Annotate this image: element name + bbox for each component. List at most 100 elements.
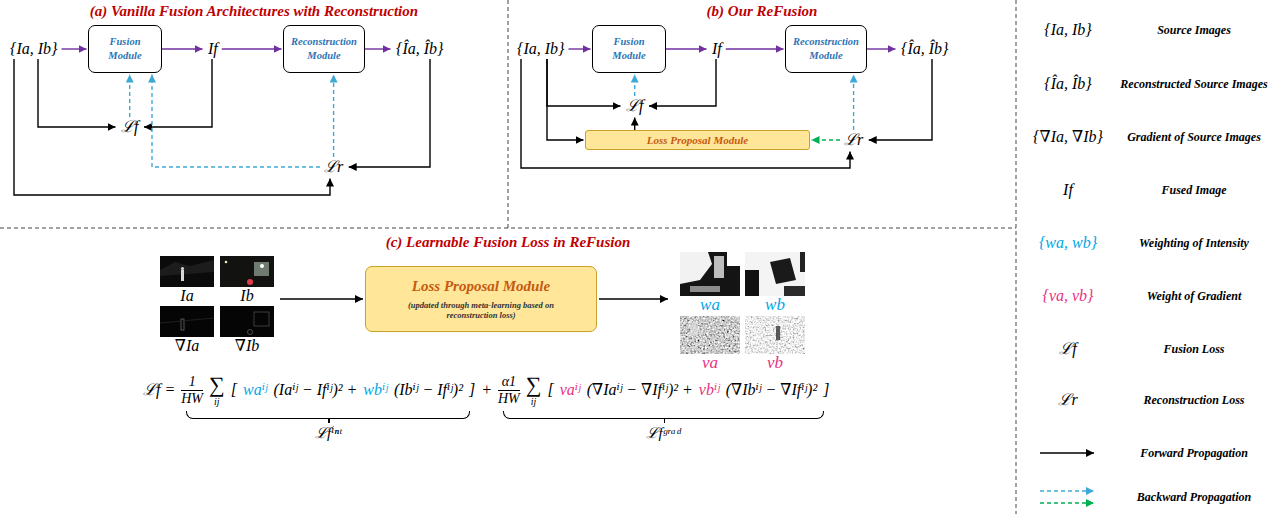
connector (547, 59, 621, 106)
legend-text: Fusion Loss (1114, 340, 1274, 358)
legend-symbol: {va, vb} (1018, 286, 1118, 306)
panel-divider-part (1016, 0, 1017, 514)
gradient-image-b-part (220, 306, 274, 337)
formula-term: ∑ (209, 374, 225, 396)
connector (869, 59, 932, 140)
input-arrow-part (280, 298, 363, 299)
connector (365, 48, 391, 49)
legend-backward-arrows (1040, 491, 1094, 503)
image-caption: wb (745, 296, 805, 313)
legend-symbol: {Îa, Îb} (1018, 74, 1118, 94)
gradient-image-a-part (160, 306, 214, 337)
source-image-a (160, 256, 214, 287)
node-label: ℒr (324, 157, 343, 177)
node-label: ℒr (844, 130, 863, 150)
formula-group: α1HW ∑ij [ vaⁱʲ (∇Iaⁱʲ − ∇Ifⁱʲ)² + vbⁱʲ … (495, 370, 832, 442)
connector (634, 75, 635, 97)
panel-divider (0, 0, 1016, 514)
panel-divider-part (508, 0, 509, 228)
formula-term: [ (544, 370, 556, 410)
weight-map-vb-part (776, 326, 780, 340)
weight-map-vb (745, 316, 805, 354)
legend-backward-arrows-part (1040, 490, 1094, 492)
weight-map-wa-part (680, 252, 740, 296)
source-image-b-part (225, 261, 228, 264)
legend-symbol: {∇Ia, ∇Ib} (1018, 127, 1118, 147)
weight-map-vb-part (745, 316, 805, 354)
formula-term: ij (214, 396, 220, 407)
formula-term: + (478, 370, 495, 410)
node-label: {Îa, Îb} (396, 39, 443, 59)
image-caption: Ib (220, 287, 274, 304)
formula-term: (Iaⁱʲ − Ifⁱʲ)² + (270, 370, 360, 410)
weight-map-va (680, 316, 740, 354)
node-label: If (208, 39, 218, 59)
node-label: Fusion Module (596, 35, 662, 62)
source-image-a-part (181, 270, 184, 281)
legend-symbol: If (1018, 180, 1118, 200)
symbol-node: {Ia, Ib} (6, 39, 61, 59)
weight-map-va-part (690, 322, 698, 336)
loss-formula: ℒf = 1HW ∑ij [ waⁱʲ (Iaⁱʲ − Ifⁱʲ)² + wbⁱ… (140, 370, 832, 442)
formula-weight: waⁱʲ (240, 370, 271, 410)
legend-text: Source Images (1114, 21, 1274, 39)
node-label: Reconstruction Module (789, 35, 863, 62)
source-image-b-part (260, 264, 264, 268)
output-arrow (599, 299, 668, 300)
connector (812, 139, 841, 140)
image-caption: ∇Ia (160, 337, 214, 354)
connector (14, 59, 330, 195)
connector (162, 48, 203, 49)
source-image-b-part (220, 256, 274, 287)
connector (129, 75, 130, 118)
module-box: Fusion Module (88, 25, 162, 73)
formula-term: HW (498, 391, 520, 407)
connector (634, 118, 635, 131)
output-arrow-part (599, 298, 668, 299)
symbol-node: {Ia, Ib} (513, 39, 568, 59)
underbrace (186, 411, 470, 419)
node-label: Loss Proposal Module (412, 278, 550, 295)
weight-map-wb-part (745, 270, 759, 296)
source-image-a-part (160, 260, 214, 276)
connector (152, 75, 320, 168)
weight-map-wa-part (690, 286, 720, 292)
formula-term: ℒf = (140, 370, 178, 410)
connector (38, 59, 116, 127)
symbol-node: ℒr (320, 157, 347, 177)
weight-map-wa-part (680, 252, 712, 284)
connector (666, 48, 707, 49)
legend-text: Backward Propagation (1114, 488, 1274, 506)
symbol-node: ℒf (117, 117, 142, 137)
connector (649, 59, 716, 106)
legend-forward-arrow (1040, 453, 1094, 454)
connector (144, 59, 212, 127)
symbol-node: {Îa, Îb} (392, 39, 447, 59)
weight-map-wb-part (745, 252, 805, 296)
symbol-node: If (708, 39, 726, 59)
node-label: {Ia, Ib} (517, 39, 564, 59)
loss-proposal-box: Loss Proposal Module(updated through met… (365, 266, 597, 332)
gradient-image-b-part (254, 312, 269, 326)
weight-map-wa-part (727, 252, 740, 266)
module-box: Reconstruction Module (785, 25, 867, 73)
panel-title: (c) Learnable Fusion Loss in ReFusion (0, 233, 1016, 251)
formula-term: ] (466, 370, 478, 410)
connector (867, 48, 896, 49)
gradient-image-b-part (248, 330, 253, 335)
fraction: 1HW (181, 374, 203, 407)
panel-divider-part (0, 228, 1016, 229)
gradient-image-a-part (160, 318, 214, 323)
node-label: Loss Proposal Module (647, 134, 748, 146)
formula-term: [ (228, 370, 240, 410)
image-caption: va (680, 354, 740, 371)
formula-term: ℒfᵍʳᵃᵈ (495, 424, 832, 442)
connector (569, 48, 591, 49)
legend-forward-arrow-part (1040, 452, 1094, 454)
symbol-node: ℒf (622, 96, 647, 116)
input-arrow (280, 299, 363, 300)
node-label: ℒf (626, 96, 643, 116)
weight-map-wa (680, 252, 740, 296)
symbol-node: {Îa, Îb} (897, 39, 952, 59)
module-box: Reconstruction Module (283, 25, 365, 73)
